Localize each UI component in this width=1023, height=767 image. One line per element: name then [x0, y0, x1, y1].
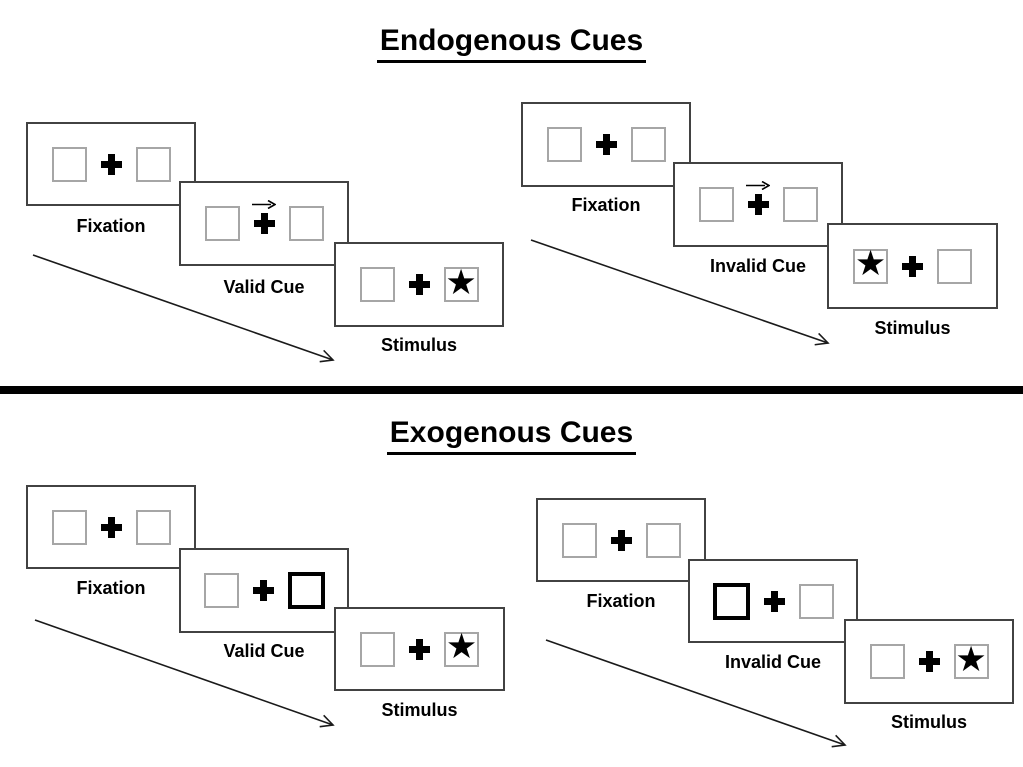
stimulus-panel: ★ [334, 607, 505, 691]
center-cell [746, 181, 770, 215]
right-box [937, 248, 972, 284]
left-box [561, 522, 597, 558]
fixation-cross-icon [595, 134, 617, 155]
left-box [359, 267, 395, 302]
panel-label: Stimulus [381, 700, 458, 720]
center-cell [408, 274, 430, 295]
cue-arrow-icon [252, 200, 276, 209]
stimulus-panel: ★ [827, 223, 998, 309]
panel-label: Stimulus [380, 335, 457, 355]
stimulus-panel: ★ [334, 242, 504, 327]
fixation-cross-icon [252, 580, 274, 601]
section-title-endogenous: Endogenous Cues [0, 24, 1023, 63]
left-box [698, 187, 734, 222]
right-box [288, 206, 324, 241]
timeline-arrow-exogenous-valid [34, 619, 335, 728]
left-box [546, 127, 582, 162]
fixation-cross-icon [763, 590, 785, 612]
stimulus-panel: ★ [844, 619, 1014, 704]
left-box [204, 206, 240, 241]
center-cell [100, 153, 122, 175]
center-cell [252, 580, 274, 601]
center-cell [763, 590, 785, 612]
star-icon: ★ [445, 262, 477, 303]
fixation-cross-icon [100, 516, 122, 538]
star-icon: ★ [445, 627, 478, 667]
panel-label: Stimulus [874, 318, 951, 338]
right-box [135, 146, 171, 182]
center-cell [409, 638, 430, 660]
left-box: ★ [853, 244, 888, 284]
panel-label: Fixation [586, 591, 656, 611]
fixation-cross-icon [100, 153, 122, 175]
right-box [135, 509, 171, 545]
panel-label: Fixation [76, 216, 146, 236]
fixation-cross-icon [918, 651, 940, 672]
panel-label: Stimulus [890, 712, 967, 732]
right-box [645, 522, 681, 558]
right-box: ★ [953, 639, 989, 680]
panel-label: Fixation [76, 578, 146, 598]
center-cell [902, 255, 923, 277]
center-cell [595, 134, 617, 155]
panel-label: Invalid Cue [709, 256, 807, 276]
timeline-arrow-endogenous-valid [32, 254, 335, 363]
section-divider [0, 386, 1023, 394]
right-box [798, 583, 834, 619]
fixation-panel [26, 485, 196, 569]
section-title-text: Endogenous Cues [376, 24, 647, 63]
left-box [869, 644, 905, 679]
section-title-exogenous: Exogenous Cues [0, 416, 1023, 455]
right-box: ★ [444, 627, 479, 667]
fixation-cross-icon [747, 194, 769, 215]
invalid-cue-panel [673, 162, 843, 247]
fixation-panel [26, 122, 196, 206]
section-title-text: Exogenous Cues [386, 416, 637, 455]
left-box [203, 573, 239, 608]
center-cell [918, 651, 940, 672]
fixation-panel [536, 498, 706, 582]
fixation-cross-icon [409, 638, 430, 660]
right-box [630, 127, 666, 162]
center-cell [252, 200, 276, 234]
left-box [712, 582, 750, 620]
left-box [51, 146, 87, 182]
panel-label: Valid Cue [223, 641, 305, 661]
fixation-cross-icon [408, 274, 430, 295]
center-cell [100, 516, 122, 538]
fixation-panel [521, 102, 691, 187]
right-box: ★ [443, 262, 479, 303]
panel-label: Valid Cue [223, 277, 305, 297]
star-icon: ★ [854, 244, 887, 284]
cue-arrow-icon [746, 181, 770, 190]
panel-label: Invalid Cue [724, 652, 822, 672]
fixation-cross-icon [610, 529, 632, 551]
center-cell [610, 529, 632, 551]
fixation-cross-icon [902, 255, 923, 277]
left-box [360, 631, 395, 667]
right-box [782, 187, 818, 222]
invalid-cue-panel [688, 559, 858, 643]
right-box [287, 572, 325, 609]
star-icon: ★ [955, 639, 987, 680]
fixation-cross-icon [253, 213, 275, 234]
left-box [51, 509, 87, 545]
panel-label: Fixation [571, 195, 641, 215]
valid-cue-panel [179, 181, 349, 266]
valid-cue-panel [179, 548, 349, 633]
